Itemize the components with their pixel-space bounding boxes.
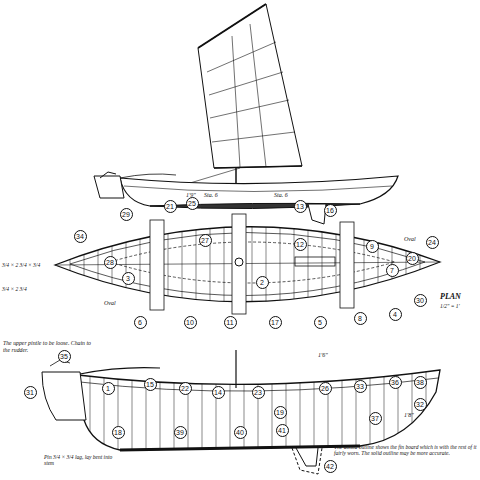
callout-circle: 38 [414,376,427,389]
callout-number: 28 [106,259,114,266]
callout-circle: 24 [426,236,439,249]
callout-circle: 23 [252,386,265,399]
callout-circle: 17 [269,316,282,329]
callout-circle: 25 [186,197,199,210]
callout-circle: 8 [354,312,367,325]
callout-circle: 4 [389,308,402,321]
callout-circle: 10 [184,316,197,329]
callout-circle: 15 [144,378,157,391]
callout-number: 3 [126,275,130,282]
callout-number: 36 [391,379,399,386]
callout-circle: 39 [174,426,187,439]
callout-circle: 37 [369,412,382,425]
callout-circle: 28 [104,256,117,269]
callout-circle: 29 [120,208,133,221]
drawing-note: Sta. 6 [274,192,300,199]
callout-circle: 20 [406,252,419,265]
callout-number: 27 [201,237,209,244]
callout-number: 14 [214,389,222,396]
drawing-note: Oval [104,300,126,307]
callout-circle: 2 [256,276,269,289]
callout-number: 41 [278,427,286,434]
drawing-note: 1/2" = 1' [440,303,478,309]
callout-circle: 31 [24,386,37,399]
callout-number: 37 [371,415,379,422]
callout-circle: 6 [134,316,147,329]
view-title: PLAN [440,292,476,301]
callout-number: 7 [390,267,394,274]
callout-number: 30 [416,297,424,304]
callout-circle: 40 [234,426,247,439]
callout-number: 11 [226,319,233,326]
callout-number: 2 [260,279,264,286]
callout-circle: 19 [274,406,287,419]
callout-number: 33 [356,383,364,390]
drawing-note: 1'6" [318,352,340,359]
callout-circle: 12 [294,238,307,251]
callout-circle: 16 [324,204,337,217]
callout-number: 19 [276,409,284,416]
callout-number: 8 [358,315,362,322]
callout-circle: 7 [386,264,399,277]
callout-number: 15 [146,381,154,388]
callout-circle: 21 [164,200,177,213]
callout-circle: 11 [224,316,237,329]
callout-circle: 3 [122,272,135,285]
callout-circle: 27 [199,234,212,247]
callout-circle: 32 [414,398,427,411]
callout-number: 34 [76,233,84,240]
callout-number: 23 [254,389,262,396]
callout-number: 26 [321,385,329,392]
callout-number: 39 [176,429,184,436]
callout-number: 25 [188,200,196,207]
callout-circle: 13 [294,200,307,213]
drawing-note: 3/4 × 2 3/4 × 3/4 [2,262,54,268]
callout-number: 31 [26,389,34,396]
callout-circle: 5 [314,316,327,329]
drawing-note: The upper pintle to be loose. Chain to t… [3,340,95,353]
drawing-note: Sta. 6 [204,192,230,199]
callout-number: 35 [60,353,68,360]
callout-number: 42 [326,463,334,470]
callout-number: 9 [370,243,374,250]
callout-circle: 34 [74,230,87,243]
callout-number: 32 [416,401,424,408]
callout-number: 1 [106,385,110,392]
callout-number: 24 [428,239,436,246]
callout-number: 29 [122,211,130,218]
callout-number: 18 [114,429,122,436]
callout-circle: 35 [58,350,71,363]
callout-number: 22 [181,385,189,392]
callout-circle: 30 [414,294,427,307]
callout-circle: 41 [276,424,289,437]
callout-number: 38 [416,379,424,386]
callout-circle: 9 [366,240,379,253]
callout-circle: 42 [324,460,337,473]
callout-circle: 36 [389,376,402,389]
callout-number: 17 [271,319,279,326]
callout-number: 40 [236,429,244,436]
callout-number: 12 [296,241,304,248]
callout-number: 5 [318,319,322,326]
drawing-note: Oval [404,236,426,243]
callout-number: 4 [393,311,397,318]
callout-circle: 26 [319,382,332,395]
callout-circle: 14 [212,386,225,399]
callout-number: 6 [138,319,142,326]
callout-circle: 18 [112,426,125,439]
callout-circle: 1 [102,382,115,395]
callout-number: 21 [166,203,174,210]
callout-circle: 33 [354,380,367,393]
drawing-note: 3/4 × 2 3/4 [2,286,46,292]
callout-number: 10 [186,319,194,326]
callout-circle: 22 [179,382,192,395]
drawing-note: Pin 3/4 × 3/4 lag, lay bent into stem [44,454,120,467]
callout-number: 16 [326,207,334,214]
callout-number: 20 [408,255,416,262]
callout-number: 13 [296,203,304,210]
drawing-note: 1'8" [404,412,428,419]
drawing-note: The dotted outline shows the fin board w… [334,444,478,457]
